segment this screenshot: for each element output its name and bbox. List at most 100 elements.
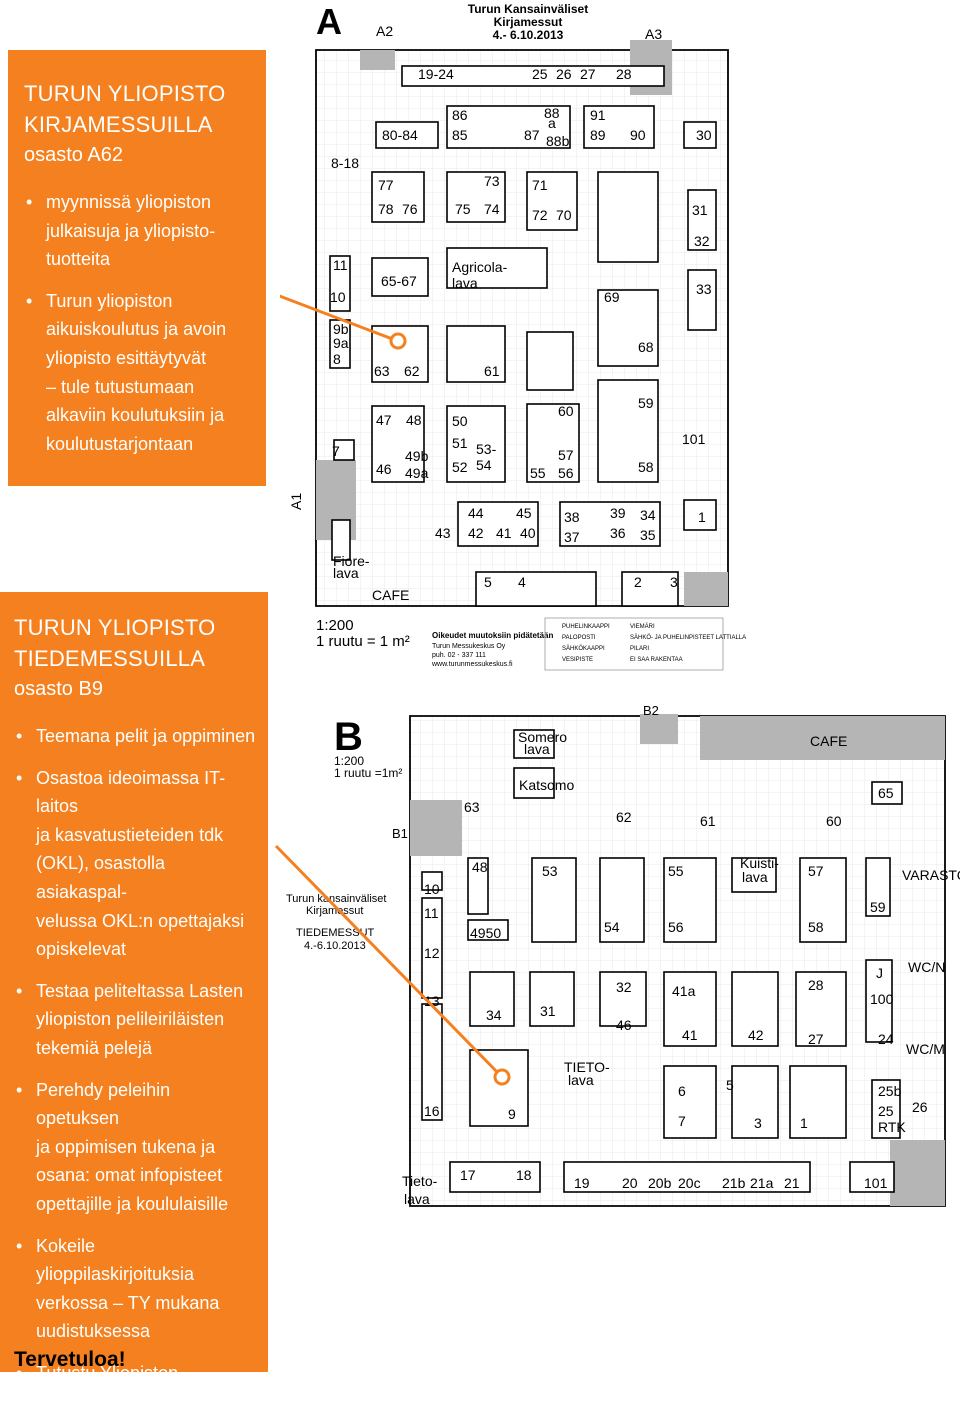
legend-item: EI SAA RAKENTAA [630,657,683,663]
booth-label: 3 [754,1115,762,1131]
booth-label: 12 [424,945,440,961]
booth-label: 42 [748,1027,764,1043]
booth-label: 69 [604,289,620,305]
booth-label: 45 [516,505,532,521]
pointer-marker-a [389,332,407,350]
booth-label: 20 [622,1175,638,1191]
booth-label: lava [568,1072,594,1088]
booth-label: 9a [333,335,349,351]
gate-a2-label: A2 [376,23,393,39]
booth [687,269,717,331]
booth-label: 8 [333,351,341,367]
booth [526,331,574,391]
booth-label: 57 [558,447,574,463]
booth [731,1065,779,1139]
booth-label: Fiore- [333,553,370,569]
panel-a-title-line: KIRJAMESSUILLA [24,112,213,137]
map-a-legend-box [544,617,724,671]
booth-label: 49b [405,448,429,464]
booth [865,857,891,917]
booth-label: 57 [808,863,824,879]
booth-label: 11 [333,257,348,273]
booth-label: 87 [524,127,540,143]
booth-label: 27 [808,1031,824,1047]
booth-label: 33 [696,281,712,297]
map-a-legend: PUHELINKAAPPIPALOPOSTISÄHKÖKAAPPIVESIPIS… [562,623,746,663]
booth-label: 76 [402,201,418,217]
map-b-event-line: 4.-6.10.2013 [304,940,366,952]
booth-label: 54 [604,919,620,935]
map-b-event-line: TIEDEMESSUT [296,927,375,939]
booth-label: 80-84 [382,127,418,143]
booth [467,919,509,941]
booth-label: 32 [616,979,632,995]
booth-label: 43 [435,525,451,541]
booth-label: WC/N [908,959,945,975]
legend-item: VIEMÄRI [630,623,655,630]
map-a-scale: 1:200 [316,617,354,634]
map-a-rights: Turun Messukeskus Oy [432,643,506,650]
map-a-event-line: Kirjamessut [494,15,563,29]
booth [421,897,443,999]
booth-label: Agricola- [452,259,508,275]
booth-label: 56 [558,465,574,481]
gate-b2-label: B2 [643,703,659,718]
booth-label: TIETO- [564,1059,610,1075]
booth [597,289,659,367]
booth-label: 49a [405,465,429,481]
booth-label: 65-67 [381,273,417,289]
map-a-scale-unit: 1 ruutu = 1 m² [316,633,410,650]
booth-label: 26 [912,1099,928,1115]
booth-label: 28 [808,977,824,993]
booth-label: 59 [870,899,886,915]
no-build-area-b [890,1140,945,1206]
booth-label: 63 [374,363,390,379]
booth-label: VARASTO [902,867,960,883]
booth-label: 55 [668,863,684,879]
booth-label: 21a [750,1175,774,1191]
booth-label: 62 [616,809,632,825]
booth-label: lava [452,275,478,291]
booth-label: 55 [530,465,546,481]
map-a-rights: puh. 02 - 337 111 [432,652,486,659]
no-build-area [684,572,728,606]
panel-b-bullets: Teemana pelit ja oppiminenOsastoa ideoim… [14,722,256,1416]
booth-label: 10 [424,881,440,897]
booth-label: 71 [532,177,548,193]
map-a-rights: Oikeudet muutoksiin pidätetään [432,631,553,640]
booth-label: 100 [870,991,894,1007]
booth [371,257,429,297]
booth [599,971,647,1027]
booth-label: 6 [678,1083,686,1099]
booth-label: 7 [678,1113,686,1129]
booth-label: 48 [472,859,488,875]
booth-label: 88 [544,105,560,121]
booth [559,501,661,547]
booth-label: 68 [638,339,654,355]
booth [597,379,659,483]
booth-label: 59 [638,395,654,411]
booth-label: 32 [694,233,710,249]
panel-b-title-line: TURUN YLIOPISTO [14,615,216,640]
booth-label: 13 [424,993,440,1009]
booth-label: 53 [542,863,558,879]
booth [526,403,580,483]
booth-label: lava [742,869,768,885]
booth-row-19-28 [401,65,665,87]
booth-label: 62 [404,363,420,379]
booth-label: 16 [424,1103,440,1119]
legend-item: VESIPISTE [562,657,593,663]
booth [871,781,903,805]
booth-label: 30 [696,127,712,143]
gate-b2-area [640,714,678,744]
booth-label: 38 [564,509,580,525]
map-b-scale-unit: 1 ruutu =1m² [334,766,402,780]
booth-label: 28 [616,66,632,82]
booth-label: 7 [332,443,340,459]
booth-label: 54 [476,457,492,473]
booth [789,1065,847,1139]
booth [795,971,847,1047]
booth-label: 8-18 [331,155,359,171]
